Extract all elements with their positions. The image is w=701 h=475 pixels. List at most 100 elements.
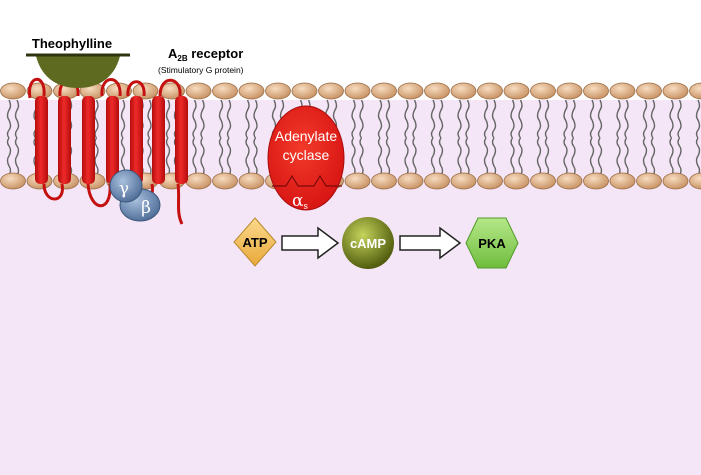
lipid-tail (94, 99, 99, 139)
lipid-tail (597, 99, 603, 139)
lipid-tail (669, 99, 674, 139)
lipid-head (583, 82, 609, 100)
lipid-tail (563, 137, 568, 177)
lipid-head (424, 172, 450, 190)
lipid-tail (226, 137, 232, 177)
lipid-tail (359, 99, 364, 139)
lipid-tail (6, 99, 12, 139)
lipid-tail (165, 137, 171, 177)
g-protein-beta-gamma: γ β (109, 169, 161, 222)
atp-node: ATP (233, 217, 277, 267)
lipid-tail (616, 99, 621, 139)
receptor-loop (100, 78, 122, 97)
camp-node: cAMP (342, 217, 394, 269)
receptor-label: A2B receptor (168, 46, 243, 63)
lipid-tail (642, 137, 648, 177)
transmembrane-helix (175, 96, 188, 184)
lipid-tail (465, 137, 470, 177)
lipid-head (503, 172, 530, 190)
lipid-tail (616, 137, 621, 177)
arrow-atp-to-camp (281, 226, 340, 260)
receptor-loop (158, 78, 182, 97)
lipid-tail (589, 137, 595, 177)
lipid-tail (597, 137, 603, 177)
lipid-head (503, 82, 530, 100)
adenylate-cyclase: Adenylate cyclase αs (267, 105, 345, 212)
lipid-head (689, 82, 701, 100)
lipid-tail (536, 137, 542, 177)
lipid-head (185, 172, 212, 190)
a2b-receptor (27, 77, 188, 225)
lipid-head (609, 172, 636, 190)
receptor-loop (86, 183, 112, 208)
lipid-head (530, 82, 556, 100)
lipid-tail (147, 137, 152, 177)
atp-diamond (233, 217, 277, 267)
lipid-tail (430, 137, 436, 177)
lipid-tail (677, 137, 682, 177)
pka-node: PKA (465, 217, 519, 269)
transmembrane-helix (130, 96, 143, 184)
lipid-head (371, 172, 397, 190)
lipid-tail (650, 137, 656, 177)
pka-hexagon (465, 217, 519, 269)
lipid-tail (669, 137, 674, 177)
receptor-c-terminus (176, 183, 184, 225)
lipid-tail (571, 99, 576, 139)
lipid-tail (253, 137, 258, 177)
lipid-head (0, 82, 26, 100)
lipid-tail (351, 99, 356, 139)
lipid-tail (192, 99, 197, 139)
lipid-head (185, 82, 212, 100)
lipid-head (318, 82, 344, 100)
lipid-tail (385, 137, 391, 177)
ligand-label: Theophylline (32, 36, 112, 51)
gamma-subunit (109, 169, 143, 203)
lipid-tail (404, 137, 409, 177)
adenylate-cyclase-label-2: cyclase (283, 147, 330, 163)
lipid-tail (120, 99, 126, 139)
lipid-head (477, 82, 503, 100)
lipid-tail (218, 99, 224, 139)
lipid-head (212, 172, 238, 190)
lipid-tail (245, 99, 250, 139)
lipid-tail (359, 137, 364, 177)
lipid-tail (192, 137, 197, 177)
lipid-head (344, 82, 371, 100)
lipid-head (662, 82, 689, 100)
theophylline-ligand: Theophylline (26, 36, 130, 88)
lipid-tail (589, 99, 595, 139)
lipid-head (636, 82, 662, 100)
lipid-head (609, 82, 636, 100)
lipid-heads-outer-leaflet (0, 82, 701, 100)
lipid-head (397, 172, 424, 190)
transmembrane-helix (35, 96, 48, 184)
lipid-tail (253, 99, 258, 139)
lipid-head (689, 172, 701, 190)
lipid-head (477, 172, 503, 190)
lipid-tail (544, 137, 550, 177)
lipid-tail (483, 99, 489, 139)
lipid-head (371, 82, 397, 100)
lipid-tail (465, 99, 470, 139)
lipid-tail (544, 99, 550, 139)
atp-label: ATP (242, 235, 267, 250)
lipid-tail (563, 99, 568, 139)
camp-label: cAMP (350, 236, 386, 251)
lipid-tail (165, 99, 171, 139)
gamma-label: γ (119, 179, 129, 199)
lipid-head (238, 82, 265, 100)
lipid-head (265, 82, 291, 100)
lipid-head (662, 172, 689, 190)
receptor-note: (Stimulatory G protein) (158, 65, 244, 75)
transmembrane-helix (106, 96, 119, 184)
lipid-tail (571, 137, 576, 177)
lipid-head (424, 82, 450, 100)
pka-label: PKA (478, 236, 506, 251)
lipid-tail (518, 99, 523, 139)
lipid-tail (642, 99, 648, 139)
lipid-tail (351, 137, 356, 177)
lipid-tail (491, 137, 497, 177)
transmembrane-helix (58, 96, 71, 184)
